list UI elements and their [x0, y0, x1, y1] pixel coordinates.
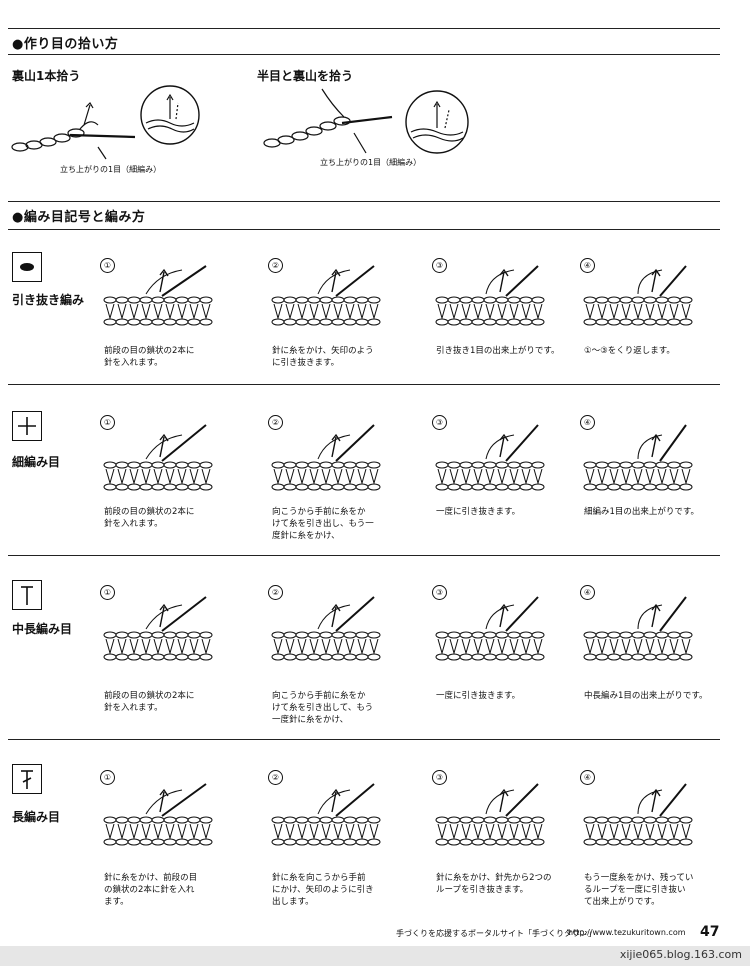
step-caption: 前段の目の鎖状の2本に 針を入れます。	[104, 691, 195, 713]
half-double-crochet-symbol-icon	[21, 586, 33, 605]
footer-url[interactable]: http://www.tezukuritown.com	[568, 928, 686, 937]
pickup-left-detail-circle	[140, 85, 200, 145]
section-rule-top	[8, 28, 720, 29]
step-caption: 針に糸をかけ、前段の目 の鎖状の2本に針を入れ ます。	[104, 873, 198, 907]
step-illustration	[271, 265, 381, 326]
row-name-slip-stitch: 引き抜き編み	[12, 293, 85, 307]
step-illustration	[583, 783, 693, 846]
section-rule	[8, 229, 720, 230]
step-number: ④	[580, 770, 595, 785]
row-name-half-double-crochet: 中長編み目	[12, 622, 73, 636]
step-illustration	[435, 596, 545, 661]
single-crochet-symbol-icon	[18, 417, 36, 435]
section-heading-pickup: ●作り目の拾い方	[12, 37, 119, 52]
step-illustration	[271, 424, 381, 491]
step-illustration	[435, 783, 545, 846]
step-number: ④	[580, 258, 595, 273]
step-illustration	[583, 265, 693, 326]
row-divider	[8, 555, 720, 556]
step-number: ④	[580, 415, 595, 430]
step-caption: ①～③をくり返します。	[584, 346, 675, 356]
step-caption: 前段の目の鎖状の2本に 針を入れます。	[104, 346, 195, 368]
step-number: ①	[100, 770, 115, 785]
step-caption: 向こうから手前に糸をか けて糸を引き出して、もう 一度針に糸をかけ、	[272, 691, 374, 725]
step-number: ②	[268, 258, 283, 273]
pickup-right-chain-illustration	[263, 88, 393, 154]
section-rule	[8, 201, 720, 202]
bottom-bar	[0, 946, 750, 966]
step-illustration	[435, 265, 545, 326]
pickup-left-title: 裏山1本拾う	[12, 69, 81, 83]
step-number: ②	[268, 585, 283, 600]
step-illustration	[271, 783, 381, 846]
step-illustration	[435, 424, 545, 491]
step-number: ③	[432, 770, 447, 785]
step-number: ①	[100, 258, 115, 273]
step-caption: 細編み1目の出来上がりです。	[584, 507, 700, 517]
step-caption: 一度に引き抜きます。	[436, 691, 521, 701]
double-crochet-symbol-icon	[21, 770, 33, 789]
slip-stitch-symbol-icon	[20, 263, 34, 271]
row-divider	[8, 739, 720, 740]
step-number: ③	[432, 585, 447, 600]
row-divider	[8, 384, 720, 385]
step-number: ④	[580, 585, 595, 600]
blog-watermark: xijie065.blog.163.com	[619, 948, 742, 961]
step-caption: 引き抜き1目の出来上がりです。	[436, 346, 560, 356]
step-number: ③	[432, 415, 447, 430]
step-caption: 針に糸を向こうから手前 にかけ、矢印のように引き 出します。	[272, 873, 374, 907]
step-caption: 向こうから手前に糸をか けて糸を引き出し、もう一 度針に糸をかけ、	[272, 507, 374, 541]
step-illustration	[103, 424, 213, 491]
step-caption: もう一度糸をかけ、残ってい るループを一度に引き抜い て出来上がりです。	[584, 873, 694, 907]
pickup-right-note: 立ち上がりの1目（細編み）	[320, 158, 422, 167]
half-double-crochet-symbol-box	[12, 580, 42, 610]
step-illustration	[583, 424, 693, 491]
step-number: ③	[432, 258, 447, 273]
pickup-right-title: 半目と裏山を拾う	[257, 69, 354, 83]
step-number: ②	[268, 770, 283, 785]
single-crochet-symbol-box	[12, 411, 42, 441]
pickup-right-detail-circle	[405, 90, 469, 154]
row-name-single-crochet: 細編み目	[12, 455, 61, 469]
step-illustration	[103, 596, 213, 661]
step-caption: 針に糸をかけ、矢印のよう に引き抜きます。	[272, 346, 374, 368]
section-rule	[8, 54, 720, 55]
step-number: ①	[100, 585, 115, 600]
step-illustration	[103, 265, 213, 326]
section-heading-symbols: ●編み目記号と編み方	[12, 210, 146, 225]
step-number: ①	[100, 415, 115, 430]
step-number: ②	[268, 415, 283, 430]
row-name-double-crochet: 長編み目	[12, 810, 61, 824]
double-crochet-symbol-box	[12, 764, 42, 794]
step-caption: 中長編み1目の出来上がりです。	[584, 691, 708, 701]
step-caption: 一度に引き抜きます。	[436, 507, 521, 517]
pickup-left-chain-illustration	[11, 102, 136, 160]
pickup-left-note: 立ち上がりの1目（細編み）	[60, 165, 162, 174]
step-caption: 前段の目の鎖状の2本に 針を入れます。	[104, 507, 195, 529]
slip-stitch-symbol-box	[12, 252, 42, 282]
footer-tagline: 手づくりを応援するポータルサイト「手づくりタウン」	[396, 929, 596, 938]
step-caption: 針に糸をかけ、針先から2つの ループを引き抜きます。	[436, 873, 552, 895]
step-illustration	[103, 783, 213, 846]
step-illustration	[583, 596, 693, 661]
page-number: 47	[700, 924, 720, 940]
step-illustration	[271, 596, 381, 661]
